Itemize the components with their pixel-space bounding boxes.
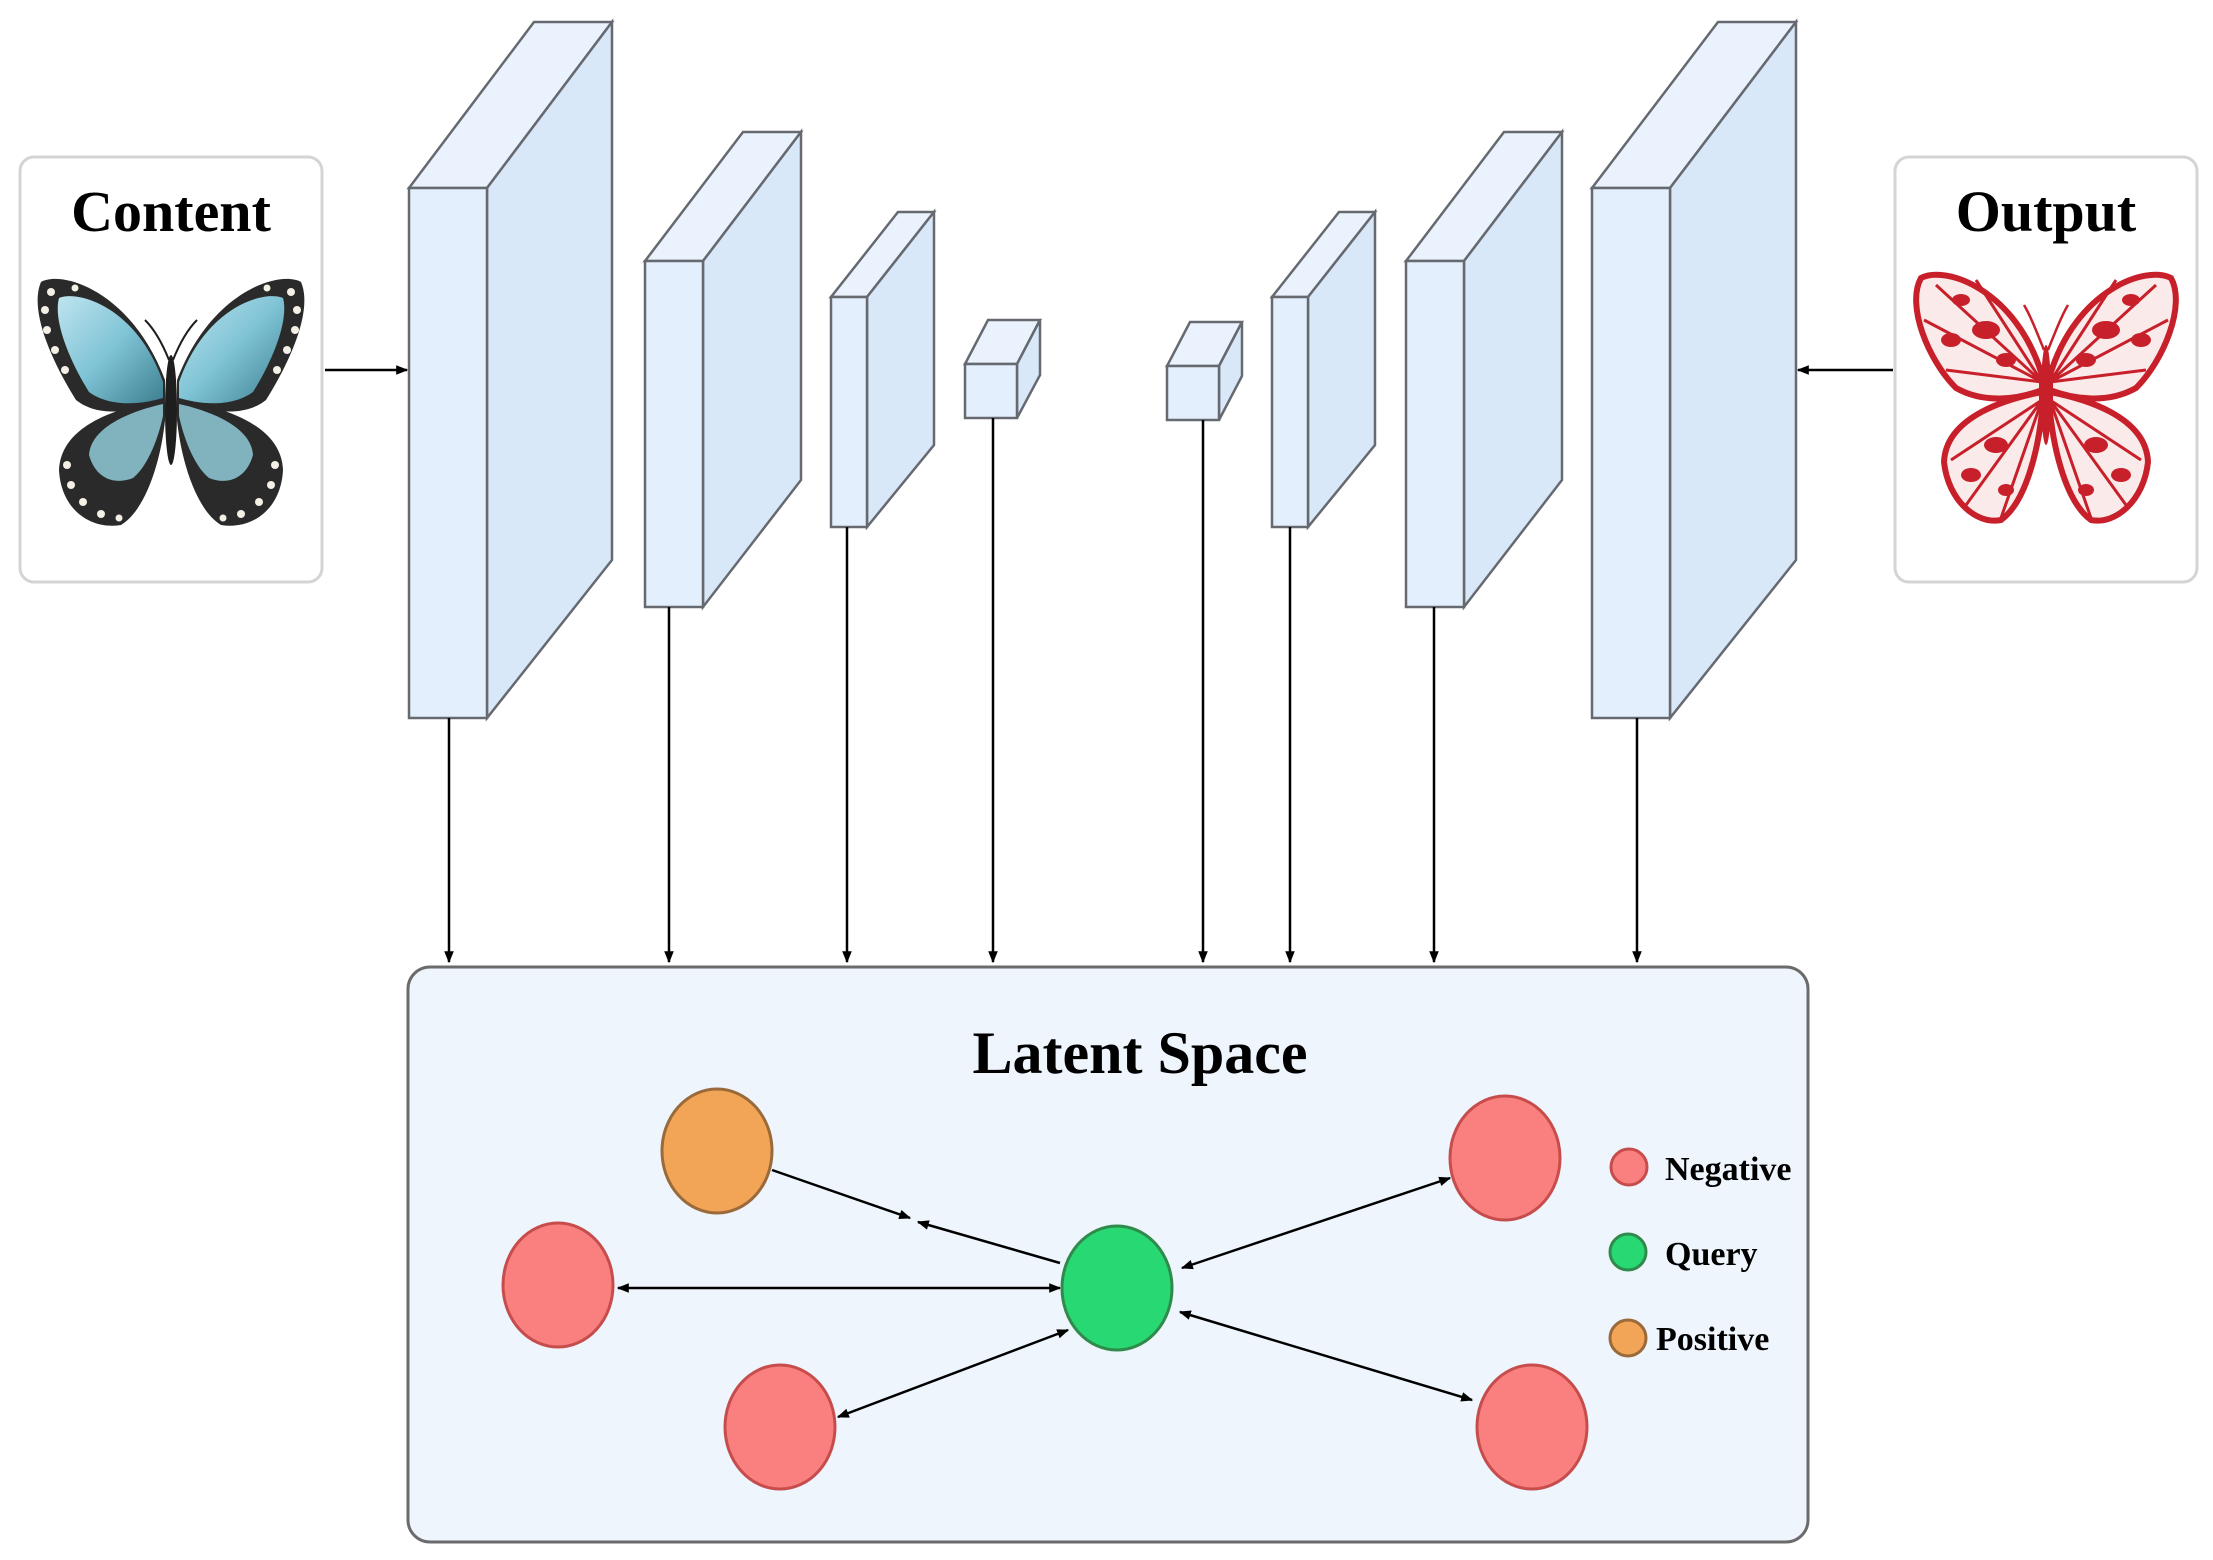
decoder-layer-3: [1269, 208, 1378, 531]
query-node: [1060, 1224, 1174, 1352]
legend-label-negative: Negative: [1665, 1151, 1792, 1188]
legend: Negative Query Positive: [1608, 1147, 1792, 1358]
content-card-title: Content: [71, 179, 271, 244]
encoder-layer-2: [642, 128, 804, 611]
encoder-layer-1: [406, 18, 615, 722]
decoder-layer-1: [1589, 18, 1799, 722]
negative-node: [1448, 1094, 1562, 1222]
negative-node: [723, 1363, 837, 1491]
positive-arrow: [771, 1168, 912, 1220]
content-card: Content: [18, 155, 324, 584]
query-negative-arrow: [1178, 1310, 1474, 1402]
contrast-arrows: [616, 1168, 1474, 1419]
encoder-layer-3: [828, 208, 937, 531]
decoder-layer-2: [1403, 128, 1565, 611]
feature-arrows: [444, 418, 1642, 964]
output-card: Output: [1893, 155, 2199, 584]
query-to-positive-arrow: [916, 1220, 1061, 1265]
query-negative-arrow: [1180, 1176, 1452, 1270]
decoder-layer-4: [1164, 320, 1245, 422]
legend-label-positive: Positive: [1656, 1321, 1769, 1358]
negative-node: [1475, 1363, 1589, 1491]
query-negative-arrow: [836, 1328, 1070, 1419]
output-card-title: Output: [1956, 179, 2137, 244]
positive-node: [660, 1087, 774, 1215]
negative-swatch: [1609, 1147, 1649, 1187]
encoder-layer-4: [962, 318, 1043, 420]
legend-label-query: Query: [1665, 1236, 1758, 1273]
latent-space-panel: Latent Space Negative Query: [406, 965, 1810, 1544]
content-butterfly-image: [37, 278, 305, 526]
positive-swatch: [1608, 1318, 1648, 1358]
legend-item-negative: Negative: [1609, 1147, 1792, 1188]
latent-space-title: Latent Space: [973, 1020, 1308, 1086]
negative-node: [501, 1221, 615, 1349]
legend-item-query: Query: [1608, 1232, 1758, 1273]
query-swatch: [1608, 1232, 1648, 1272]
legend-item-positive: Positive: [1608, 1318, 1769, 1358]
output-butterfly-image: [1913, 271, 2179, 524]
